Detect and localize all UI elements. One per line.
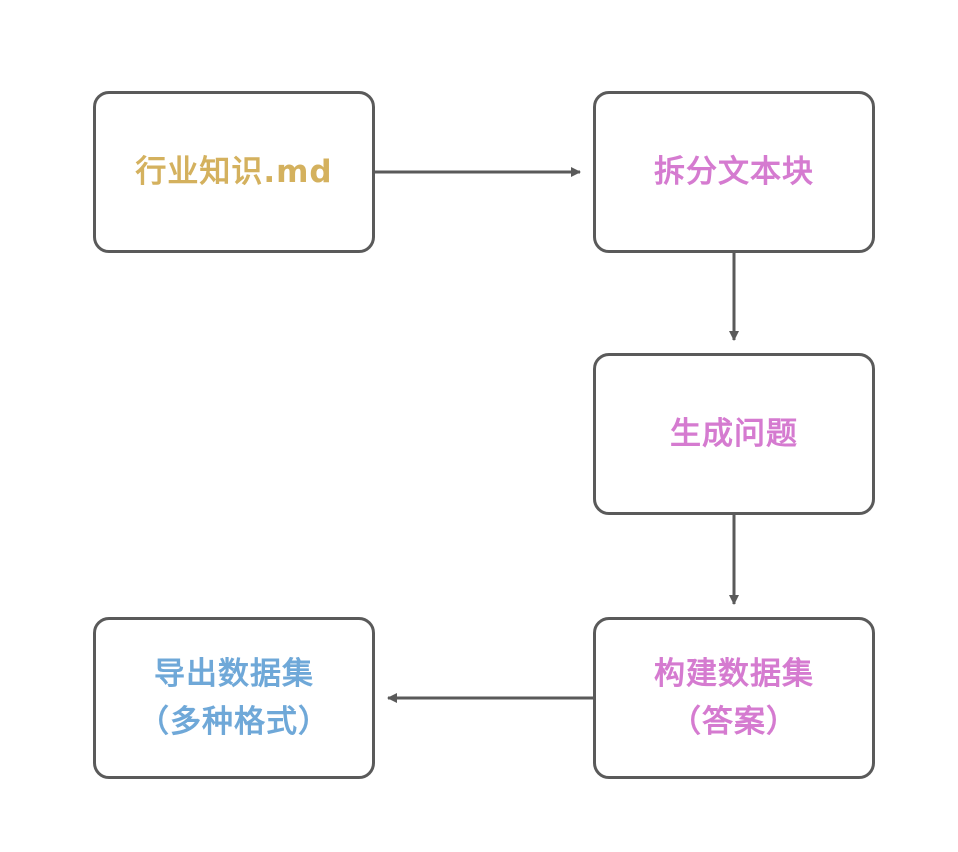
node-build-dataset: 构建数据集 （答案） [593,617,875,779]
node-build-label: 构建数据集 [654,655,814,692]
node-export-dataset: 导出数据集 （多种格式） [93,617,375,779]
node-questions-label: 生成问题 [670,415,798,452]
node-build-sublabel: （答案） [670,704,798,740]
node-export-label: 导出数据集 [154,655,314,692]
node-split-label: 拆分文本块 [654,153,814,190]
node-generate-questions: 生成问题 [593,353,875,515]
node-export-sublabel: （多种格式） [138,704,330,740]
node-source-file: 行业知识.md [93,91,375,253]
node-split-text: 拆分文本块 [593,91,875,253]
node-source-label: 行业知识.md [135,153,333,190]
